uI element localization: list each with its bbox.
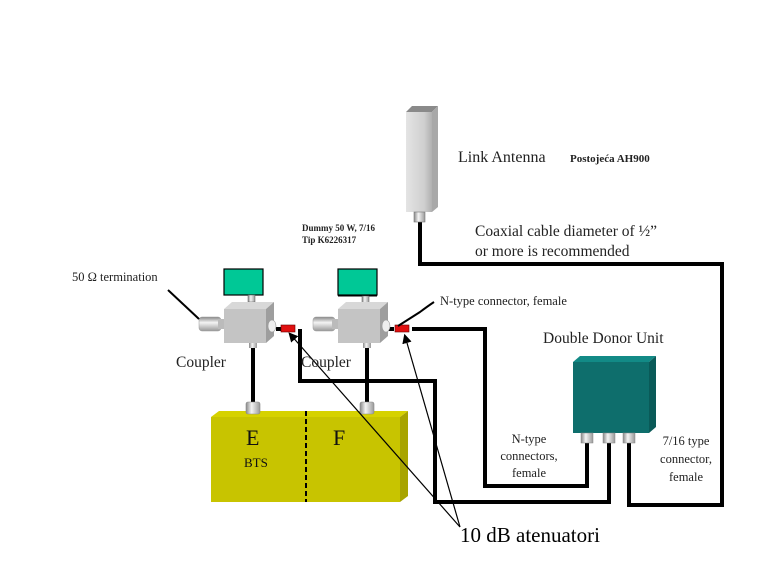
cable-note-line2: or more is recommended [475,243,630,260]
attenuator-left[interactable] [280,324,296,333]
pointer-lines [167,289,461,528]
antenna-model-label: Postojeća AH900 [570,153,650,165]
dummy-label-line1: Dummy 50 W, 7/16 [302,223,376,233]
coupler-left-label: Coupler [176,354,227,371]
attenuator-pointer-right [402,333,461,528]
bts-cabinet[interactable] [211,401,408,502]
bts-e-label: E [246,425,259,450]
dummy-load-left[interactable] [223,268,264,303]
n-connector-label: N-type connector, female [440,294,567,308]
termination-pointer [167,289,200,320]
cable-note-line1: Coaxial cable diameter of ½” [475,223,657,240]
dummy-load-right[interactable] [337,268,378,304]
attenuator-right[interactable] [394,324,410,333]
seven16-line1: 7/16 type [663,434,710,448]
double-donor-unit[interactable] [573,356,656,444]
link-antenna-label: Link Antenna [458,149,546,166]
termination-label: 50 Ω termination [72,270,158,284]
n-connectors-line3: female [512,466,546,480]
cable-antenna-to-donor [418,222,724,507]
link-antenna[interactable] [406,106,438,223]
dummy-label-line2: Tip K6226317 [302,235,357,245]
bts-f-label: F [333,425,345,450]
seven16-line2: connector, [660,452,712,466]
cable-right-coupler-to-donor [412,327,589,488]
labels: Link Antenna Postojeća AH900 Coaxial cab… [72,149,712,547]
donor-unit-label: Double Donor Unit [543,330,664,347]
attenuator-pointer-left [288,332,461,528]
n-connectors-line1: N-type [512,432,547,446]
bts-label: BTS [244,455,268,470]
attenuators-label: 10 dB atenuatori [460,523,600,547]
n-connectors-line2: connectors, [500,449,557,463]
seven16-line3: female [669,470,703,484]
n-connector-pointer [397,301,435,327]
coupler-right[interactable] [312,302,391,348]
coupler-left[interactable] [198,302,277,348]
coupler-right-label: Coupler [301,354,352,371]
